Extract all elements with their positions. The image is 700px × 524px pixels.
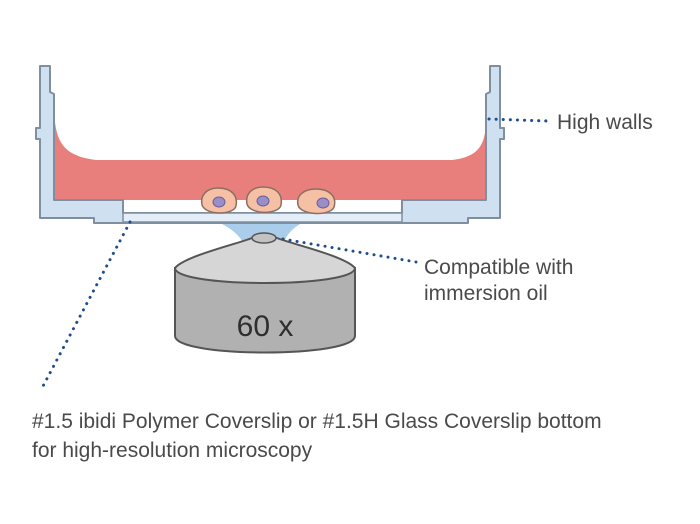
callout-coverslip [40, 220, 132, 390]
culture-medium [54, 95, 487, 200]
objective-lens [174, 232, 356, 354]
objective-magnification: 60 x [236, 310, 294, 343]
high-walls-label: High walls [557, 111, 653, 134]
cell-nucleus [212, 196, 226, 208]
cell [245, 186, 283, 214]
coverslip-label-line1: #1.5 ibidi Polymer Coverslip or #1.5H Gl… [32, 410, 602, 433]
objective-top [174, 237, 356, 284]
objective-body [174, 267, 356, 354]
immersion-oil-label-line1: Compatible with [424, 256, 574, 279]
coverslip-label-line2: for high-resolution microscopy [32, 439, 313, 462]
callout-high-walls [487, 117, 550, 123]
immersion-oil-label-line2: immersion oil [424, 282, 548, 305]
dish-walls [35, 65, 505, 224]
coverslip [122, 212, 403, 223]
objective-front-lens [251, 232, 277, 244]
callout-immersion-oil [281, 237, 418, 264]
cell [296, 188, 336, 215]
cell-nucleus [316, 197, 330, 209]
cell [200, 187, 238, 214]
cell-nucleus [256, 195, 270, 207]
